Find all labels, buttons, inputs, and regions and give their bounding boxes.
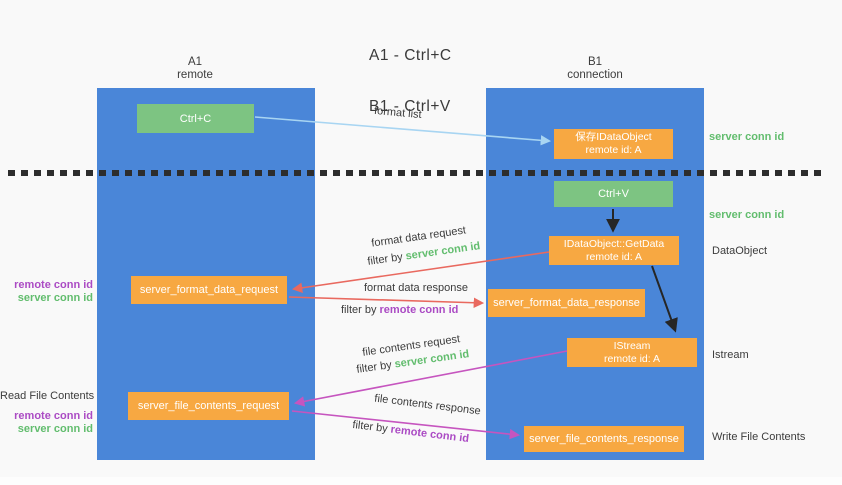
save-idataobject-label: 保存IDataObject [575,131,652,143]
file-contents-request-arrow [293,350,568,407]
read-file-contents-annotation: Read File Contents [0,390,95,402]
ctrl-c-node: Ctrl+C [137,104,254,133]
right-server-conn-id-label-2: server conn id [709,209,785,221]
left-server-conn-id-label-1: server conn id [17,292,93,304]
save-idataobject-node: 保存IDataObject remote id: A [554,129,673,159]
server-file-contents-response-label: server_file_contents_response [529,433,679,445]
getdata-to-istream-arrow [651,265,678,333]
format-list-arrow [254,116,552,146]
server-file-contents-request-label: server_file_contents_request [137,400,280,412]
server-format-data-response-label: server_format_data_response [493,297,640,309]
format-data-response-filter-label: filter by remote conn id [341,304,458,316]
server-format-data-request-label: server_format_data_request [139,284,279,296]
copy-paste-divider-line [8,170,824,176]
idataobject-getdata-remote-id: remote id: A [585,250,643,263]
lane-header-b1: B1 connection [486,56,704,82]
left-remote-conn-id-label-1: remote conn id [14,279,93,291]
istream-remote-id: remote id: A [603,352,661,365]
bottom-strip [0,477,842,485]
lane-b1-role: connection [567,69,623,81]
ctrl-v-node: Ctrl+V [554,181,673,207]
dataobject-annotation: DataObject [712,245,768,257]
write-file-contents-annotation: Write File Contents [712,431,806,443]
server-format-data-request-node: server_format_data_request [131,276,287,304]
server-file-contents-request-node: server_file_contents_request [128,392,289,420]
idataobject-getdata-label: IDataObject::GetData [563,237,665,250]
istream-label: IStream [613,339,651,352]
left-remote-conn-id-label-2: remote conn id [14,410,93,422]
idataobject-getdata-node: IDataObject::GetData remote id: A [549,236,679,265]
lane-a1-id: A1 [187,56,203,68]
remote-conn-id-key: remote conn id [379,304,459,316]
lane-header-a1: A1 remote [86,56,304,82]
format-data-response-arrow [288,296,485,308]
file-contents-response-arrow [291,410,521,440]
title-line-1: A1 - Ctrl+C [369,47,452,64]
right-server-conn-id-label-1: server conn id [709,131,785,143]
istream-node: IStream remote id: A [567,338,697,367]
lane-a1-role: remote [177,69,213,81]
server-format-data-response-node: server_format_data_response [488,289,645,317]
ctrl-c-label: Ctrl+C [179,112,212,125]
ctrl-v-label: Ctrl+V [598,188,629,200]
server-file-contents-response-node: server_file_contents_response [524,426,684,452]
lane-b1-id: B1 [587,56,603,68]
title-line-2: B1 - Ctrl+V [369,98,451,115]
format-data-request-arrow [291,251,550,293]
left-server-conn-id-label-2: server conn id [17,423,93,435]
save-idataobject-remote-id: remote id: A [585,144,642,156]
istream-annotation: Istream [712,349,749,361]
filter-by-text: filter by [341,304,380,316]
diagram-title: A1 - Ctrl+C B1 - Ctrl+V [369,13,452,149]
format-data-response-edge-label: format data response [364,282,468,294]
